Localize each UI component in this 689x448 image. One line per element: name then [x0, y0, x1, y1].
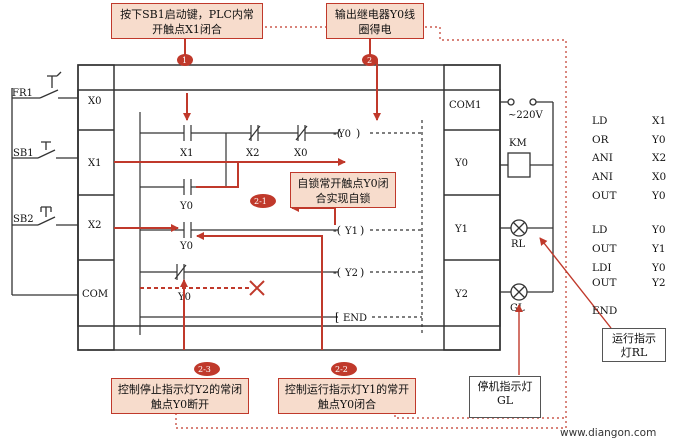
callout-step-2: 输出继电器Y0线圈得电	[326, 3, 424, 39]
input-label-x2: X2	[88, 220, 101, 231]
callout-step-2-1: 自锁常开触点Y0闭合实现自锁	[290, 172, 396, 208]
watermark: www.diangon.com	[560, 427, 657, 439]
instruction-op: OUT	[592, 277, 616, 289]
contact-x2-label: X2	[246, 148, 259, 159]
output-label-y2: Y2	[454, 289, 468, 300]
instruction-op: ANI	[591, 171, 613, 183]
instruction-op: END	[592, 305, 617, 317]
contact-x0-label: X0	[294, 148, 307, 159]
instruction-operand: Y0	[651, 134, 666, 146]
badge-2-2: 2-2	[335, 365, 348, 374]
callout-gl: 停机指示灯GL	[469, 376, 541, 418]
instruction-op: OUT	[592, 190, 616, 202]
instruction-operand: Y0	[651, 224, 666, 236]
badge-2-3: 2-3	[198, 365, 211, 374]
plc-frame	[77, 64, 501, 351]
output-label-y1: Y1	[454, 224, 468, 235]
coil-y2: Y2	[344, 268, 358, 279]
coil-y2-close: )	[360, 266, 364, 279]
instruction-op: LD	[592, 115, 607, 127]
badge-2-1: 2-1	[254, 197, 267, 206]
sb2-label: SB2	[13, 214, 34, 225]
coil-y2-open: -(	[333, 266, 341, 279]
badge-2: 2	[367, 56, 372, 65]
contact-y0-run-label: Y0	[179, 241, 193, 252]
coil-y1-close: )	[360, 224, 364, 237]
input-wiring	[11, 71, 78, 296]
output-label-y0: Y0	[454, 158, 468, 169]
instruction-operand: X0	[652, 171, 666, 183]
instruction-operand: X1	[652, 115, 666, 127]
fr1-label: FR1	[12, 88, 33, 99]
end-open: [	[335, 311, 339, 324]
output-label-com1: COM1	[449, 100, 481, 111]
coil-y0-open: -(	[333, 127, 341, 140]
instruction-op: LD	[592, 224, 607, 236]
instruction-op: OR	[592, 134, 610, 146]
output-wiring	[500, 98, 554, 301]
km-label: KM	[509, 138, 527, 149]
coil-y0-close: )	[356, 127, 360, 140]
coil-y0: Y0	[337, 129, 351, 140]
gl-lamp-label: GL	[510, 303, 525, 314]
coil-y1-open: -(	[333, 224, 341, 237]
ladder-diagram	[139, 112, 423, 335]
callout-step-2-3: 控制停止指示灯Y2的常闭触点Y0断开	[111, 378, 249, 414]
link-paths	[175, 26, 567, 429]
input-label-x0: X0	[88, 96, 101, 107]
coil-y1: Y1	[344, 226, 358, 237]
input-label-x1: X1	[88, 158, 101, 169]
instruction-op: OUT	[592, 243, 616, 255]
contact-x1-label: X1	[180, 148, 193, 159]
rl-lamp-label: RL	[511, 239, 526, 250]
instruction-operand: Y0	[651, 190, 666, 202]
callout-rl: 运行指示灯RL	[602, 328, 666, 362]
instruction-operand: Y2	[651, 277, 666, 289]
contact-y0-selflock-label: Y0	[179, 201, 193, 212]
voltage-label: ~220V	[508, 110, 543, 121]
instruction-op: ANI	[591, 152, 613, 164]
instruction-operand: Y0	[651, 262, 666, 274]
end-instruction: END	[343, 313, 367, 324]
sb1-label: SB1	[13, 148, 34, 159]
input-label-com: COM	[82, 289, 108, 300]
step-badges	[177, 54, 378, 376]
instruction-op: LDI	[592, 262, 612, 274]
callout-step-1: 按下SB1启动键，PLC内常开触点X1闭合	[111, 3, 263, 39]
lamp-arrows	[515, 237, 612, 375]
callout-step-2-2: 控制运行指示灯Y1的常开触点Y0闭合	[278, 378, 416, 414]
instruction-operand: Y1	[651, 243, 666, 255]
badge-1: 1	[182, 56, 187, 65]
instruction-operand: X2	[652, 152, 666, 164]
signal-paths	[114, 34, 381, 350]
